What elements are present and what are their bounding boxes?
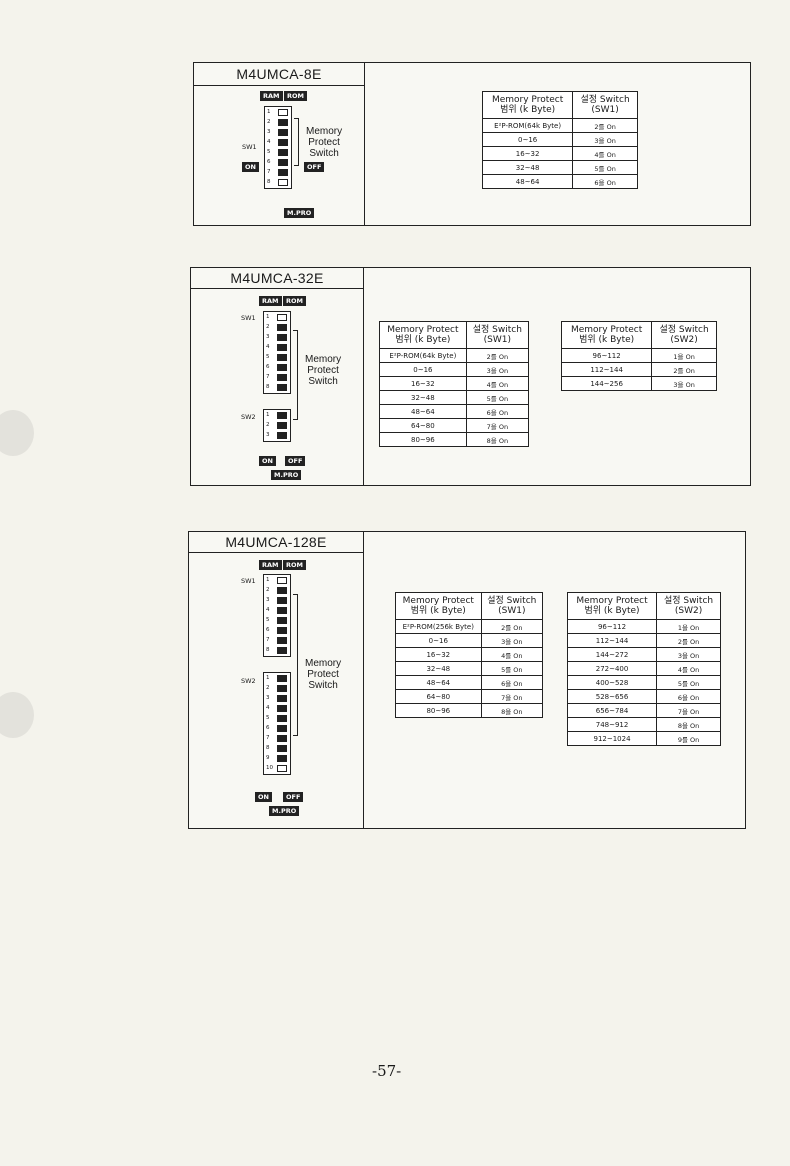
on-tag: ON	[242, 162, 259, 172]
panel-title: M4UMCA-128E	[189, 532, 364, 553]
binder-hole	[0, 692, 34, 738]
panel-title: M4UMCA-8E	[194, 63, 365, 86]
table-row: E²P-ROM(256k Byte)2를 On	[395, 619, 544, 634]
panel-m4umca-8e: M4UMCA-8E RAM ROM SW1 1 2 3 4 5 6 7 8 Me…	[193, 62, 751, 226]
on-tag: ON	[259, 456, 276, 466]
table-row: E²P-ROM(64k Byte)2를 On	[379, 348, 530, 363]
off-tag: OFF	[283, 792, 304, 802]
table-header-switch: 설정 Switch(SW2)	[651, 321, 717, 349]
panel-m4umca-128e: M4UMCA-128E RAM ROM SW1 1 2 3 4 5 6 7 8 …	[188, 531, 746, 829]
m-pro-tag: M.PRO	[271, 470, 302, 480]
panel-m4umca-32e: M4UMCA-32E RAM ROM SW1 1 2 3 4 5 6 7 8 S…	[190, 267, 751, 486]
sw1-label: SW1	[241, 577, 256, 585]
sw2-label: SW2	[241, 677, 256, 685]
on-tag: ON	[255, 792, 272, 802]
binder-hole	[0, 410, 34, 456]
rom-tag: ROM	[283, 560, 306, 570]
table-header-switch: 설정 Switch(SW1)	[572, 91, 638, 119]
ram-tag: RAM	[259, 296, 282, 306]
m-pro-tag: M.PRO	[284, 208, 315, 218]
panel-divider	[363, 532, 364, 828]
panel-title: M4UMCA-32E	[191, 268, 364, 289]
ram-tag: RAM	[260, 91, 283, 101]
table-row: E²P-ROM(64k Byte)2를 On	[481, 118, 638, 133]
table-header-switch: 설정 Switch(SW1)	[480, 592, 544, 620]
m-pro-tag: M.PRO	[269, 806, 300, 816]
off-tag: OFF	[304, 162, 325, 172]
sw1-label: SW1	[242, 143, 257, 151]
sw2-label: SW2	[241, 413, 256, 421]
ram-tag: RAM	[259, 560, 282, 570]
table-header-switch: 설정 Switch(SW1)	[465, 321, 530, 349]
page-number: -57-	[372, 1062, 402, 1080]
panel-divider	[364, 63, 365, 225]
dip-switch-sw1[interactable]: 1 2 3 4 5 6 7 8	[263, 574, 291, 657]
dip-switch-sw1[interactable]: 1 2 3 4 5 6 7 8	[264, 106, 292, 189]
panel-divider	[363, 268, 364, 485]
rom-tag: ROM	[284, 91, 307, 101]
switch-brace	[293, 330, 298, 420]
sw1-label: SW1	[241, 314, 256, 322]
switch-brace	[293, 594, 298, 736]
switch-brace	[294, 118, 299, 166]
rom-tag: ROM	[283, 296, 306, 306]
off-tag: OFF	[285, 456, 306, 466]
dip-switch-sw2[interactable]: 1 2 3 4 5 6 7 8 9 10	[263, 672, 291, 775]
dip-switch-sw1[interactable]: 1 2 3 4 5 6 7 8	[263, 311, 291, 394]
dip-switch-sw2[interactable]: 1 2 3	[263, 409, 291, 442]
table-header-switch: 설정 Switch(SW2)	[656, 592, 721, 620]
